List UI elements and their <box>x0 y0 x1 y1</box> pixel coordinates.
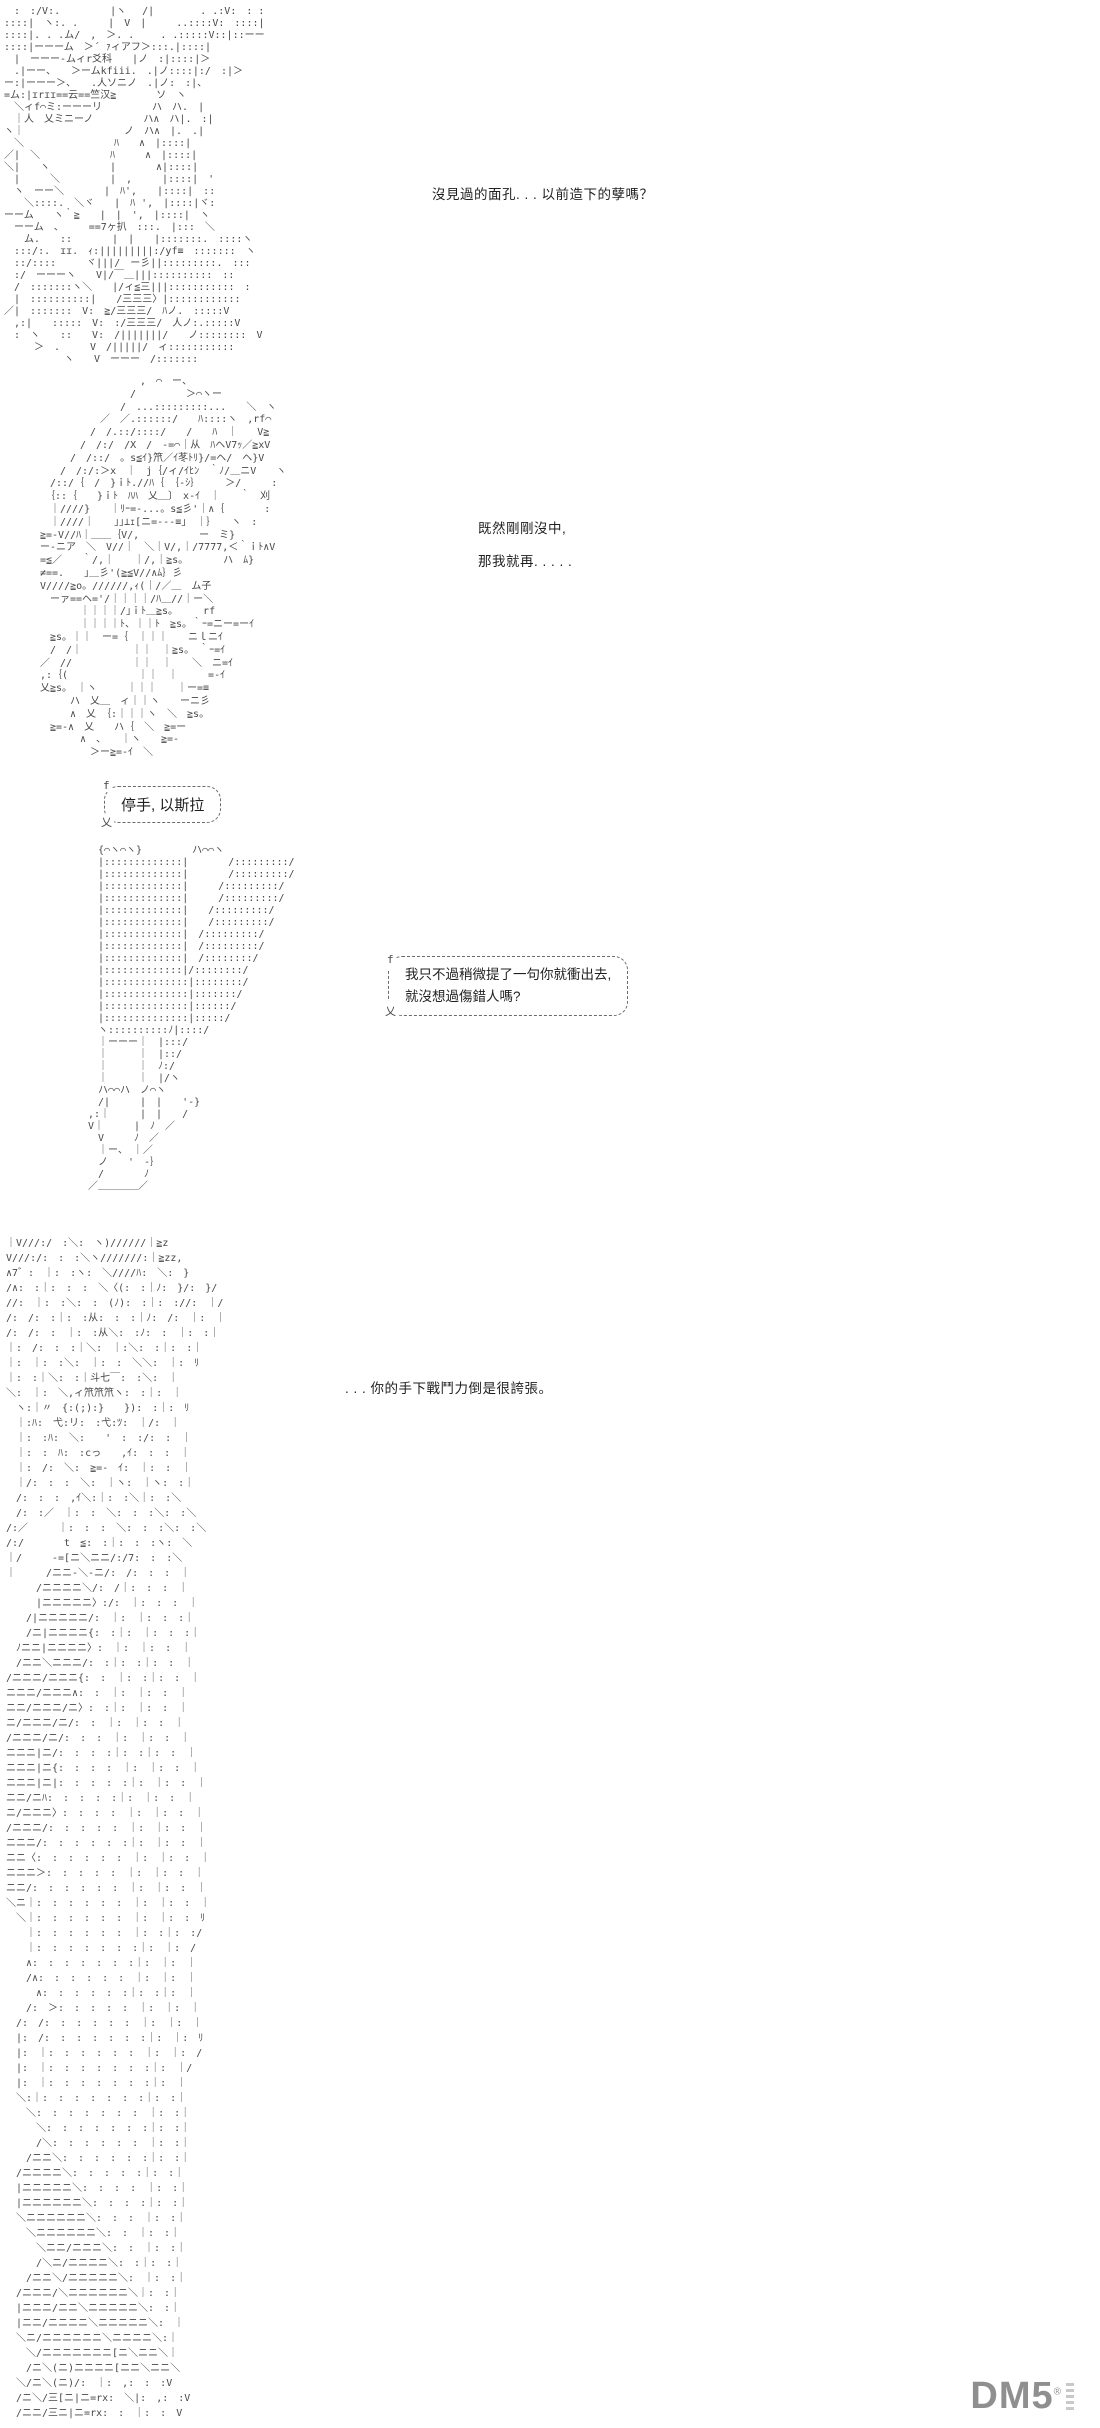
bubble-2-text-line-2: 就沒想過傷錯人嗎? <box>405 989 521 1004</box>
ascii-art-panel-2: , ⌒ ー、 / ＞⌒ヽー / ...:::::::::... ＼ ヽ ／ ／.… <box>39 376 287 759</box>
dialogue-text-4: . . . 你的手下戰鬥力倒是很誇張。 <box>345 1381 553 1396</box>
bubble-1-text: 停手, 以斯拉 <box>121 797 205 814</box>
bubble-2-tail-top: f <box>385 949 396 971</box>
dm5-logo-text[interactable]: DM5 <box>970 2375 1054 2417</box>
bubble-2-text-line-1: 我只不過稍微提了一句你就衝出去, <box>405 967 612 982</box>
speech-bubble-1: f 停手, 以斯拉 乂 <box>99 779 222 830</box>
bubble-1-tail-top: f <box>101 779 112 792</box>
ascii-art-panel-4: ｜V///:/ :＼: ヽ)//////｜≧z V///:/: : :＼ヽ///… <box>6 1238 226 2419</box>
dm5-watermark[interactable]: DM5® <box>970 2375 1074 2418</box>
bubble-1-tail-bottom: 乂 <box>99 814 114 830</box>
ascii-art-panel-3: {⌒ヽ⌒ヽ} ハ⌒⌒ヽ |:::::::::::::| /:::::::::/ … <box>87 845 295 1192</box>
dialogue-text-2: 既然剛剛沒中, <box>478 521 567 536</box>
bubble-2-tail-bottom: 乂 <box>383 1001 398 1023</box>
registered-mark: ® <box>1053 2386 1062 2398</box>
dialogue-text-3: 那我就再. . . . . <box>478 554 573 569</box>
speech-bubble-2: f 我只不過稍微提了一句你就衝出去, 就沒想過傷錯人嗎? 乂 <box>383 949 629 1023</box>
ascii-art-panel-1: : :/V:. |ヽ /| . .:V: : : ::::| ヽ:. . | V… <box>4 6 265 365</box>
dialogue-text-1: 沒見過的面孔. . . 以前造下的孽嗎？ <box>432 187 654 202</box>
watermark-seal-decoration <box>1066 2382 1074 2413</box>
